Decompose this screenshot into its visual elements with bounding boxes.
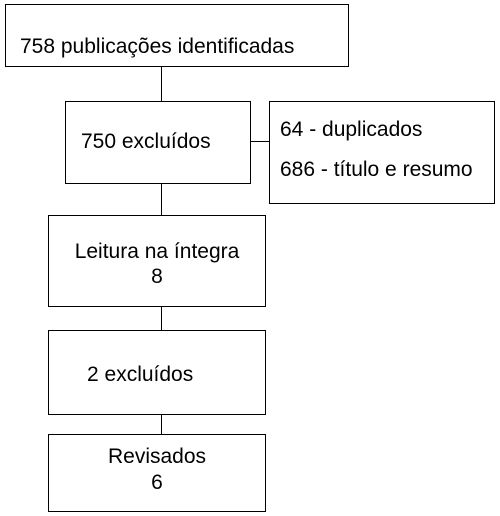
excluded-second-text: 2 excluídos [87, 363, 194, 386]
excluded-first-text: 750 excluídos [81, 130, 211, 153]
excluded-first-box: 750 excluídos [65, 101, 251, 184]
full-reading-count: 8 [151, 265, 163, 288]
connector-excluded2-to-reviewed [161, 414, 162, 434]
identified-publications-text: 758 publicações identificadas [20, 35, 295, 58]
connector-reading-to-excluded2 [161, 306, 162, 330]
reviewed-label: Revisados [107, 445, 207, 468]
exclusion-reason-duplicates: 64 - duplicados [280, 118, 423, 141]
reviewed-box: Revisados 6 [48, 434, 266, 512]
exclusion-reason-title-abstract: 686 - título e resumo [280, 158, 473, 181]
reviewed-count: 6 [151, 471, 163, 494]
connector-excluded-to-reading [161, 183, 162, 215]
identified-publications-box: 758 publicações identificadas [5, 4, 349, 67]
excluded-second-box: 2 excluídos [48, 330, 266, 415]
full-reading-box: Leitura na íntegra 8 [48, 215, 266, 307]
connector-excluded-to-reasons [250, 141, 269, 142]
connector-identified-to-excluded [161, 66, 162, 102]
exclusion-reasons-box: 64 - duplicados 686 - título e resumo [269, 101, 495, 204]
full-reading-label: Leitura na íntegra [74, 240, 240, 263]
